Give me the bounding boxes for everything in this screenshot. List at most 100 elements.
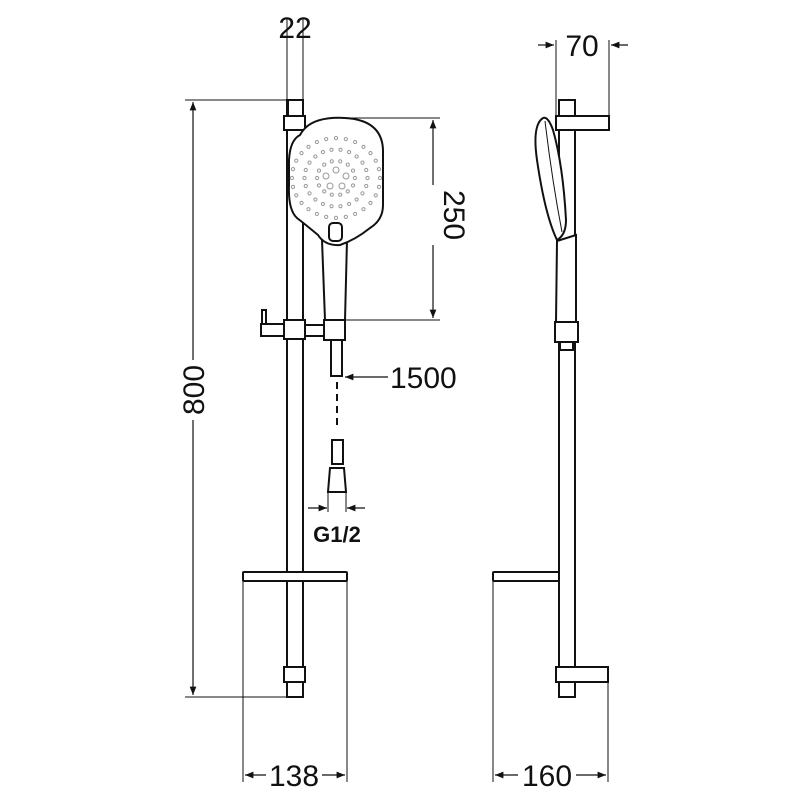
nozzle: [303, 167, 308, 173]
nozzle: [345, 189, 350, 194]
nozzle: [306, 144, 311, 149]
nozzle: [346, 201, 352, 207]
nozzle: [364, 167, 369, 173]
nozzle: [322, 172, 330, 180]
front-top-cap: [287, 99, 304, 118]
nozzle: [361, 144, 366, 149]
dim-shelf-width: 138: [269, 760, 319, 793]
nozzle: [333, 215, 339, 220]
nozzle: [373, 193, 378, 198]
dimension-lines: [185, 18, 628, 782]
nozzle: [316, 183, 322, 188]
nozzle: [329, 192, 334, 197]
nozzle: [342, 172, 350, 180]
nozzle: [324, 214, 329, 219]
nozzle: [314, 211, 319, 217]
nozzle: [306, 207, 311, 212]
nozzle: [345, 162, 350, 167]
hose-nut: [326, 467, 348, 493]
holder-cup: [323, 319, 346, 341]
front-view: [242, 99, 384, 698]
nozzle: [338, 192, 343, 197]
nozzle: [299, 200, 304, 205]
nozzle: [338, 182, 346, 190]
nozzle: [365, 175, 370, 181]
nozzle: [343, 214, 348, 219]
dim-total-height: 800: [178, 365, 211, 415]
nozzle: [332, 166, 340, 174]
nozzle: [313, 197, 318, 202]
nozzle: [326, 182, 334, 190]
nozzle: [290, 184, 296, 189]
nozzle: [314, 139, 319, 145]
side-handle: [554, 233, 577, 323]
nozzle: [329, 204, 334, 209]
nozzle: [307, 160, 312, 165]
nozzle: [320, 201, 326, 207]
nozzle: [320, 149, 326, 155]
shower-nozzles: [289, 136, 383, 220]
side-bottom-bracket: [555, 666, 609, 683]
dimension-labels: 22 800 250 1500 G1/2 138 160 70: [178, 12, 599, 793]
side-view: [492, 99, 610, 698]
shower-head-button: [328, 222, 343, 242]
nozzle: [329, 147, 334, 152]
side-bottom-cap: [558, 681, 576, 698]
dim-thread: G1/2: [313, 522, 361, 547]
nozzle: [338, 159, 343, 164]
nozzle: [361, 207, 366, 212]
dim-head-length: 250: [437, 190, 470, 240]
nozzle: [302, 175, 307, 181]
nozzle: [329, 159, 334, 164]
nozzle: [289, 175, 294, 181]
nozzle: [350, 168, 356, 173]
nozzle: [324, 137, 329, 142]
side-shower-head: [534, 116, 568, 242]
nozzle: [353, 139, 358, 145]
side-holder: [554, 321, 579, 343]
nozzle: [313, 154, 318, 159]
nozzle: [378, 175, 383, 181]
nozzle: [360, 160, 365, 165]
front-bottom-cap: [286, 681, 304, 698]
nozzle: [368, 151, 373, 156]
holder-hook: [261, 309, 267, 325]
nozzle: [353, 211, 358, 217]
nozzle: [350, 183, 356, 188]
nozzle: [346, 149, 352, 155]
hose-end: [331, 439, 344, 465]
nozzle: [343, 137, 348, 142]
holder-knob: [260, 323, 285, 337]
dim-hose-length: 1500: [390, 362, 457, 395]
nozzle: [307, 191, 312, 196]
nozzle: [364, 183, 369, 189]
nozzle: [299, 151, 304, 156]
nozzle: [294, 193, 299, 198]
front-top-bracket: [283, 115, 306, 131]
nozzle: [294, 158, 299, 163]
side-top-bracket: [555, 115, 610, 131]
nozzle: [315, 175, 320, 181]
front-shelf: [242, 571, 348, 582]
nozzle: [303, 183, 308, 189]
side-top-cap: [558, 99, 576, 117]
nozzle: [360, 191, 365, 196]
nozzle: [316, 168, 322, 173]
nozzle: [333, 136, 339, 141]
shower-handle: [320, 239, 349, 321]
holder-arm: [304, 324, 325, 337]
nozzle: [338, 204, 343, 209]
nozzle: [338, 147, 343, 152]
hose: [330, 339, 343, 377]
nozzle: [352, 175, 357, 181]
nozzle: [373, 158, 378, 163]
side-shelf: [492, 571, 560, 582]
nozzle: [322, 162, 327, 167]
nozzle: [376, 184, 382, 189]
nozzle: [368, 200, 373, 205]
shower-head: [287, 116, 384, 247]
dim-shelf-depth: 160: [522, 760, 572, 793]
side-holder-nut: [559, 341, 574, 351]
